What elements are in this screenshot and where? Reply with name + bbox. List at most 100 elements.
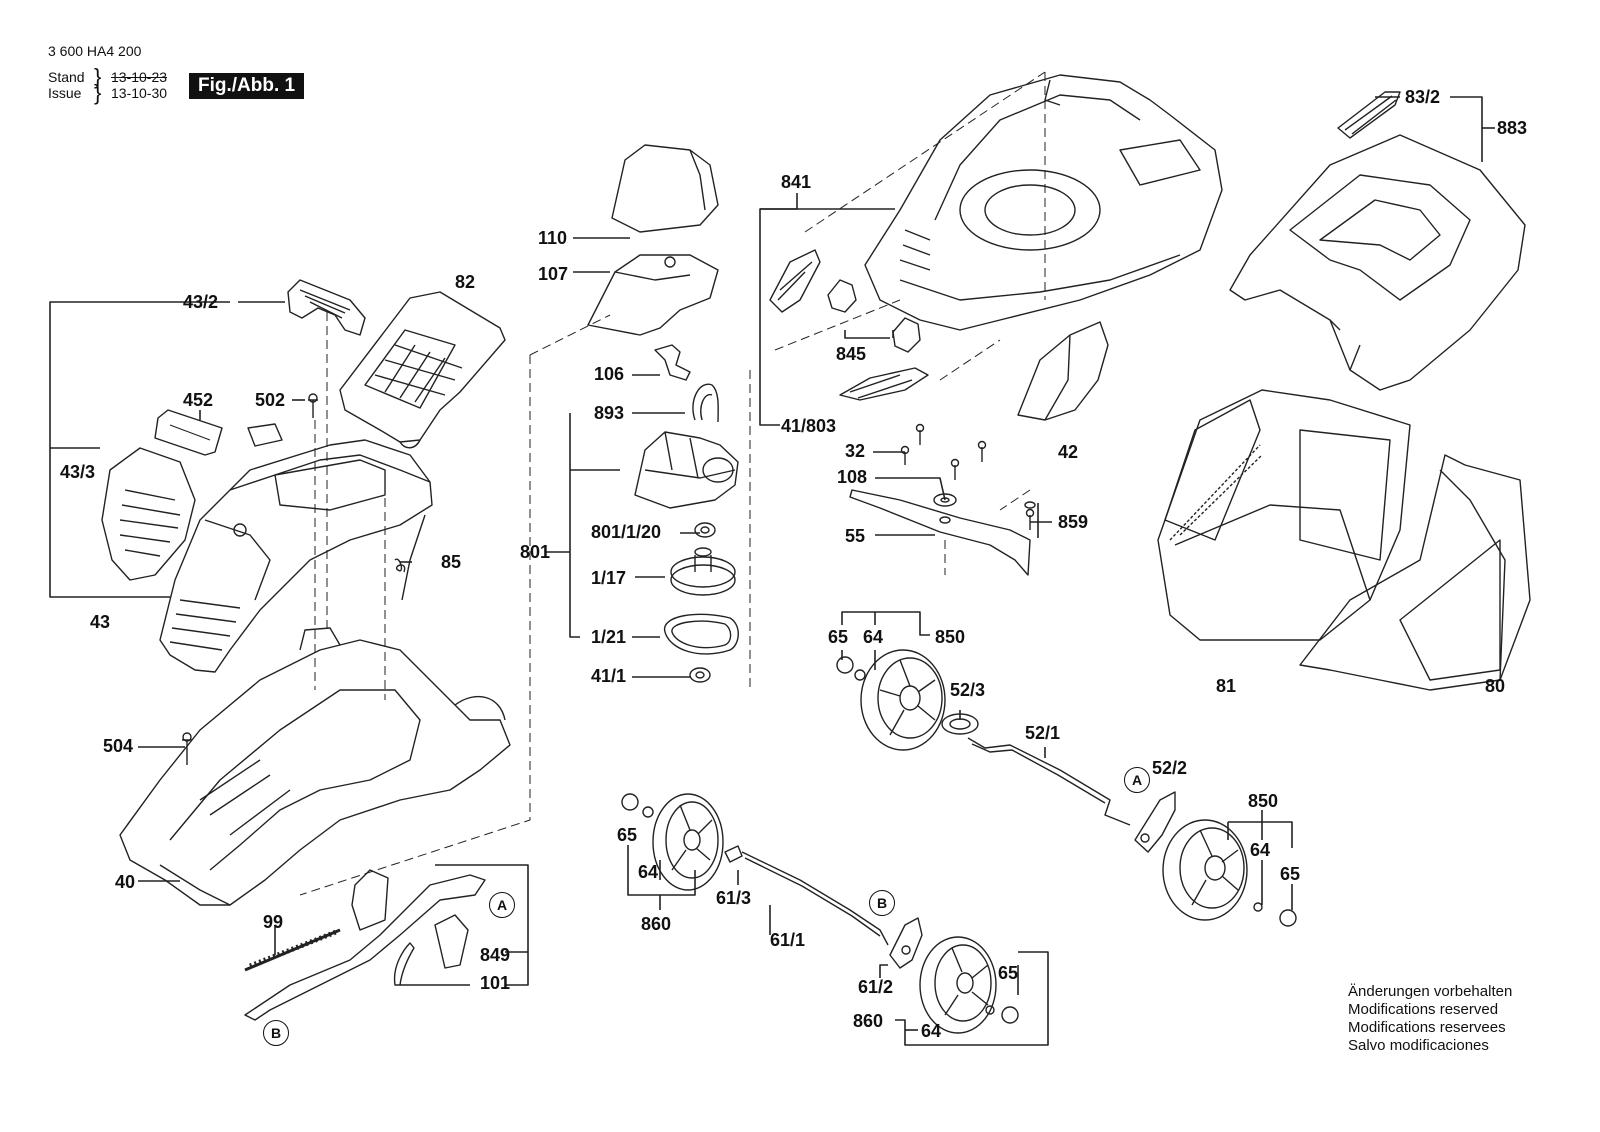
doc-number: 3 600 HA4 200 bbox=[48, 43, 142, 59]
part-883-lid bbox=[1229, 134, 1526, 391]
leader-lines bbox=[49, 96, 1495, 1046]
issue-label: Issue bbox=[48, 85, 82, 101]
bracket-glyph: } bbox=[94, 64, 102, 89]
callout-52-1: 52/1 bbox=[1025, 723, 1061, 743]
callout-107: 107 bbox=[538, 264, 569, 284]
part-850-wheel-right bbox=[1162, 819, 1297, 927]
assembly-guide-lines bbox=[299, 71, 1046, 896]
callout-61-2: 61/2 bbox=[858, 977, 894, 997]
part-52-1-axle bbox=[967, 737, 1131, 826]
callout-850-b: 850 bbox=[1248, 791, 1279, 811]
callout-80: 80 bbox=[1485, 676, 1506, 696]
part-504-screw bbox=[182, 732, 192, 765]
issue-date: 13-10-30 bbox=[111, 85, 168, 101]
part-61-1-axle bbox=[741, 851, 889, 946]
part-1-21-belt bbox=[664, 613, 739, 655]
callout-502: 502 bbox=[255, 390, 286, 410]
callout-1-17: 1/17 bbox=[591, 568, 627, 588]
callout-841: 841 bbox=[781, 172, 812, 192]
part-80-bag-frame bbox=[1299, 454, 1531, 691]
part-82-lid bbox=[339, 291, 506, 449]
callout-43: 43 bbox=[90, 612, 111, 632]
part-850-wheel-top bbox=[836, 649, 946, 751]
callout-101: 101 bbox=[480, 973, 511, 993]
callout-61-3: 61/3 bbox=[716, 888, 752, 908]
callout-849: 849 bbox=[480, 945, 511, 965]
callout-801-1-20: 801/1/20 bbox=[591, 522, 662, 542]
note-french: Modifications reservees bbox=[1348, 1019, 1506, 1036]
callout-110: 110 bbox=[538, 228, 568, 248]
callout-32: 32 bbox=[845, 441, 866, 461]
part-110-cover bbox=[611, 144, 719, 233]
callout-883: 883 bbox=[1497, 118, 1528, 138]
part-52-3-bushing bbox=[941, 713, 979, 735]
part-108-washer bbox=[933, 493, 957, 507]
callout-41-803: 41/803 bbox=[781, 416, 837, 436]
part-61-3-nut bbox=[724, 845, 743, 863]
marker-b-axle: B bbox=[869, 890, 895, 916]
callout-99: 99 bbox=[263, 912, 284, 932]
callout-108: 108 bbox=[837, 467, 868, 487]
callout-41-1: 41/1 bbox=[591, 666, 627, 686]
marker-a-lever: A bbox=[489, 892, 515, 918]
callout-52-3: 52/3 bbox=[950, 680, 986, 700]
part-860-wheel-bottom bbox=[919, 936, 1019, 1034]
part-801-1-20-bearing bbox=[694, 522, 716, 538]
part-32-screws bbox=[900, 423, 987, 480]
callout-64-d: 64 bbox=[921, 1021, 942, 1041]
part-41-1-bearing bbox=[689, 667, 711, 683]
callout-43-3: 43/3 bbox=[60, 462, 96, 482]
callout-801: 801 bbox=[520, 542, 551, 562]
callout-1-21: 1/21 bbox=[591, 627, 627, 647]
part-452-badge bbox=[154, 409, 223, 456]
callout-81: 81 bbox=[1216, 676, 1237, 696]
callout-452: 452 bbox=[183, 390, 214, 410]
part-43-2-handle-grip bbox=[287, 279, 366, 336]
part-83-2-handle-grip bbox=[1337, 91, 1401, 139]
callout-42: 42 bbox=[1058, 442, 1079, 462]
callout-61-1: 61/1 bbox=[770, 930, 806, 950]
part-85-spring bbox=[394, 514, 426, 601]
part-845-clips bbox=[827, 279, 921, 353]
part-label-plate bbox=[247, 423, 283, 447]
part-1-17-pulley bbox=[670, 547, 736, 596]
part-chassis-frame bbox=[864, 74, 1223, 331]
callout-65-a: 65 bbox=[828, 627, 849, 647]
note-spanish: Salvo modificaciones bbox=[1348, 1037, 1489, 1054]
stand-date: 13-10-23 bbox=[111, 69, 168, 85]
callout-845: 845 bbox=[836, 344, 867, 364]
callout-504: 504 bbox=[103, 736, 134, 756]
callout-85: 85 bbox=[441, 552, 462, 572]
part-106-switch bbox=[654, 344, 691, 381]
part-42-deflector bbox=[1017, 321, 1109, 421]
callout-65-c: 65 bbox=[617, 825, 638, 845]
part-43-3-side-cover bbox=[101, 447, 196, 581]
callout-893: 893 bbox=[594, 403, 625, 423]
part-40-deck bbox=[119, 627, 511, 906]
callout-83-2: 83/2 bbox=[1405, 87, 1441, 107]
note-german: Änderungen vorbehalten bbox=[1348, 983, 1513, 1000]
part-859-bolts bbox=[1024, 501, 1036, 530]
callout-859: 859 bbox=[1058, 512, 1089, 532]
callout-64-a: 64 bbox=[863, 627, 884, 647]
callout-43-2: 43/2 bbox=[183, 292, 219, 312]
part-43-housing bbox=[159, 439, 433, 673]
callout-64-c: 64 bbox=[638, 862, 659, 882]
callout-860-a: 860 bbox=[641, 914, 672, 934]
callout-40: 40 bbox=[115, 872, 136, 892]
callout-52-2: 52/2 bbox=[1152, 758, 1188, 778]
callout-850-a: 850 bbox=[935, 627, 966, 647]
part-101-clip bbox=[393, 914, 469, 986]
callout-65-b: 65 bbox=[1280, 864, 1301, 884]
part-107-housing bbox=[587, 254, 719, 336]
stand-label: Stand bbox=[48, 69, 85, 85]
figure-label: Fig./Abb. 1 bbox=[189, 73, 305, 99]
callout-82: 82 bbox=[455, 272, 476, 292]
part-52-2-bracket bbox=[1134, 791, 1176, 853]
part-860-wheel-left bbox=[621, 793, 724, 891]
callout-106: 106 bbox=[594, 364, 625, 384]
part-41-803-vent-fins bbox=[769, 249, 929, 401]
callout-55: 55 bbox=[845, 526, 866, 546]
marker-b-lever: B bbox=[263, 1020, 289, 1046]
